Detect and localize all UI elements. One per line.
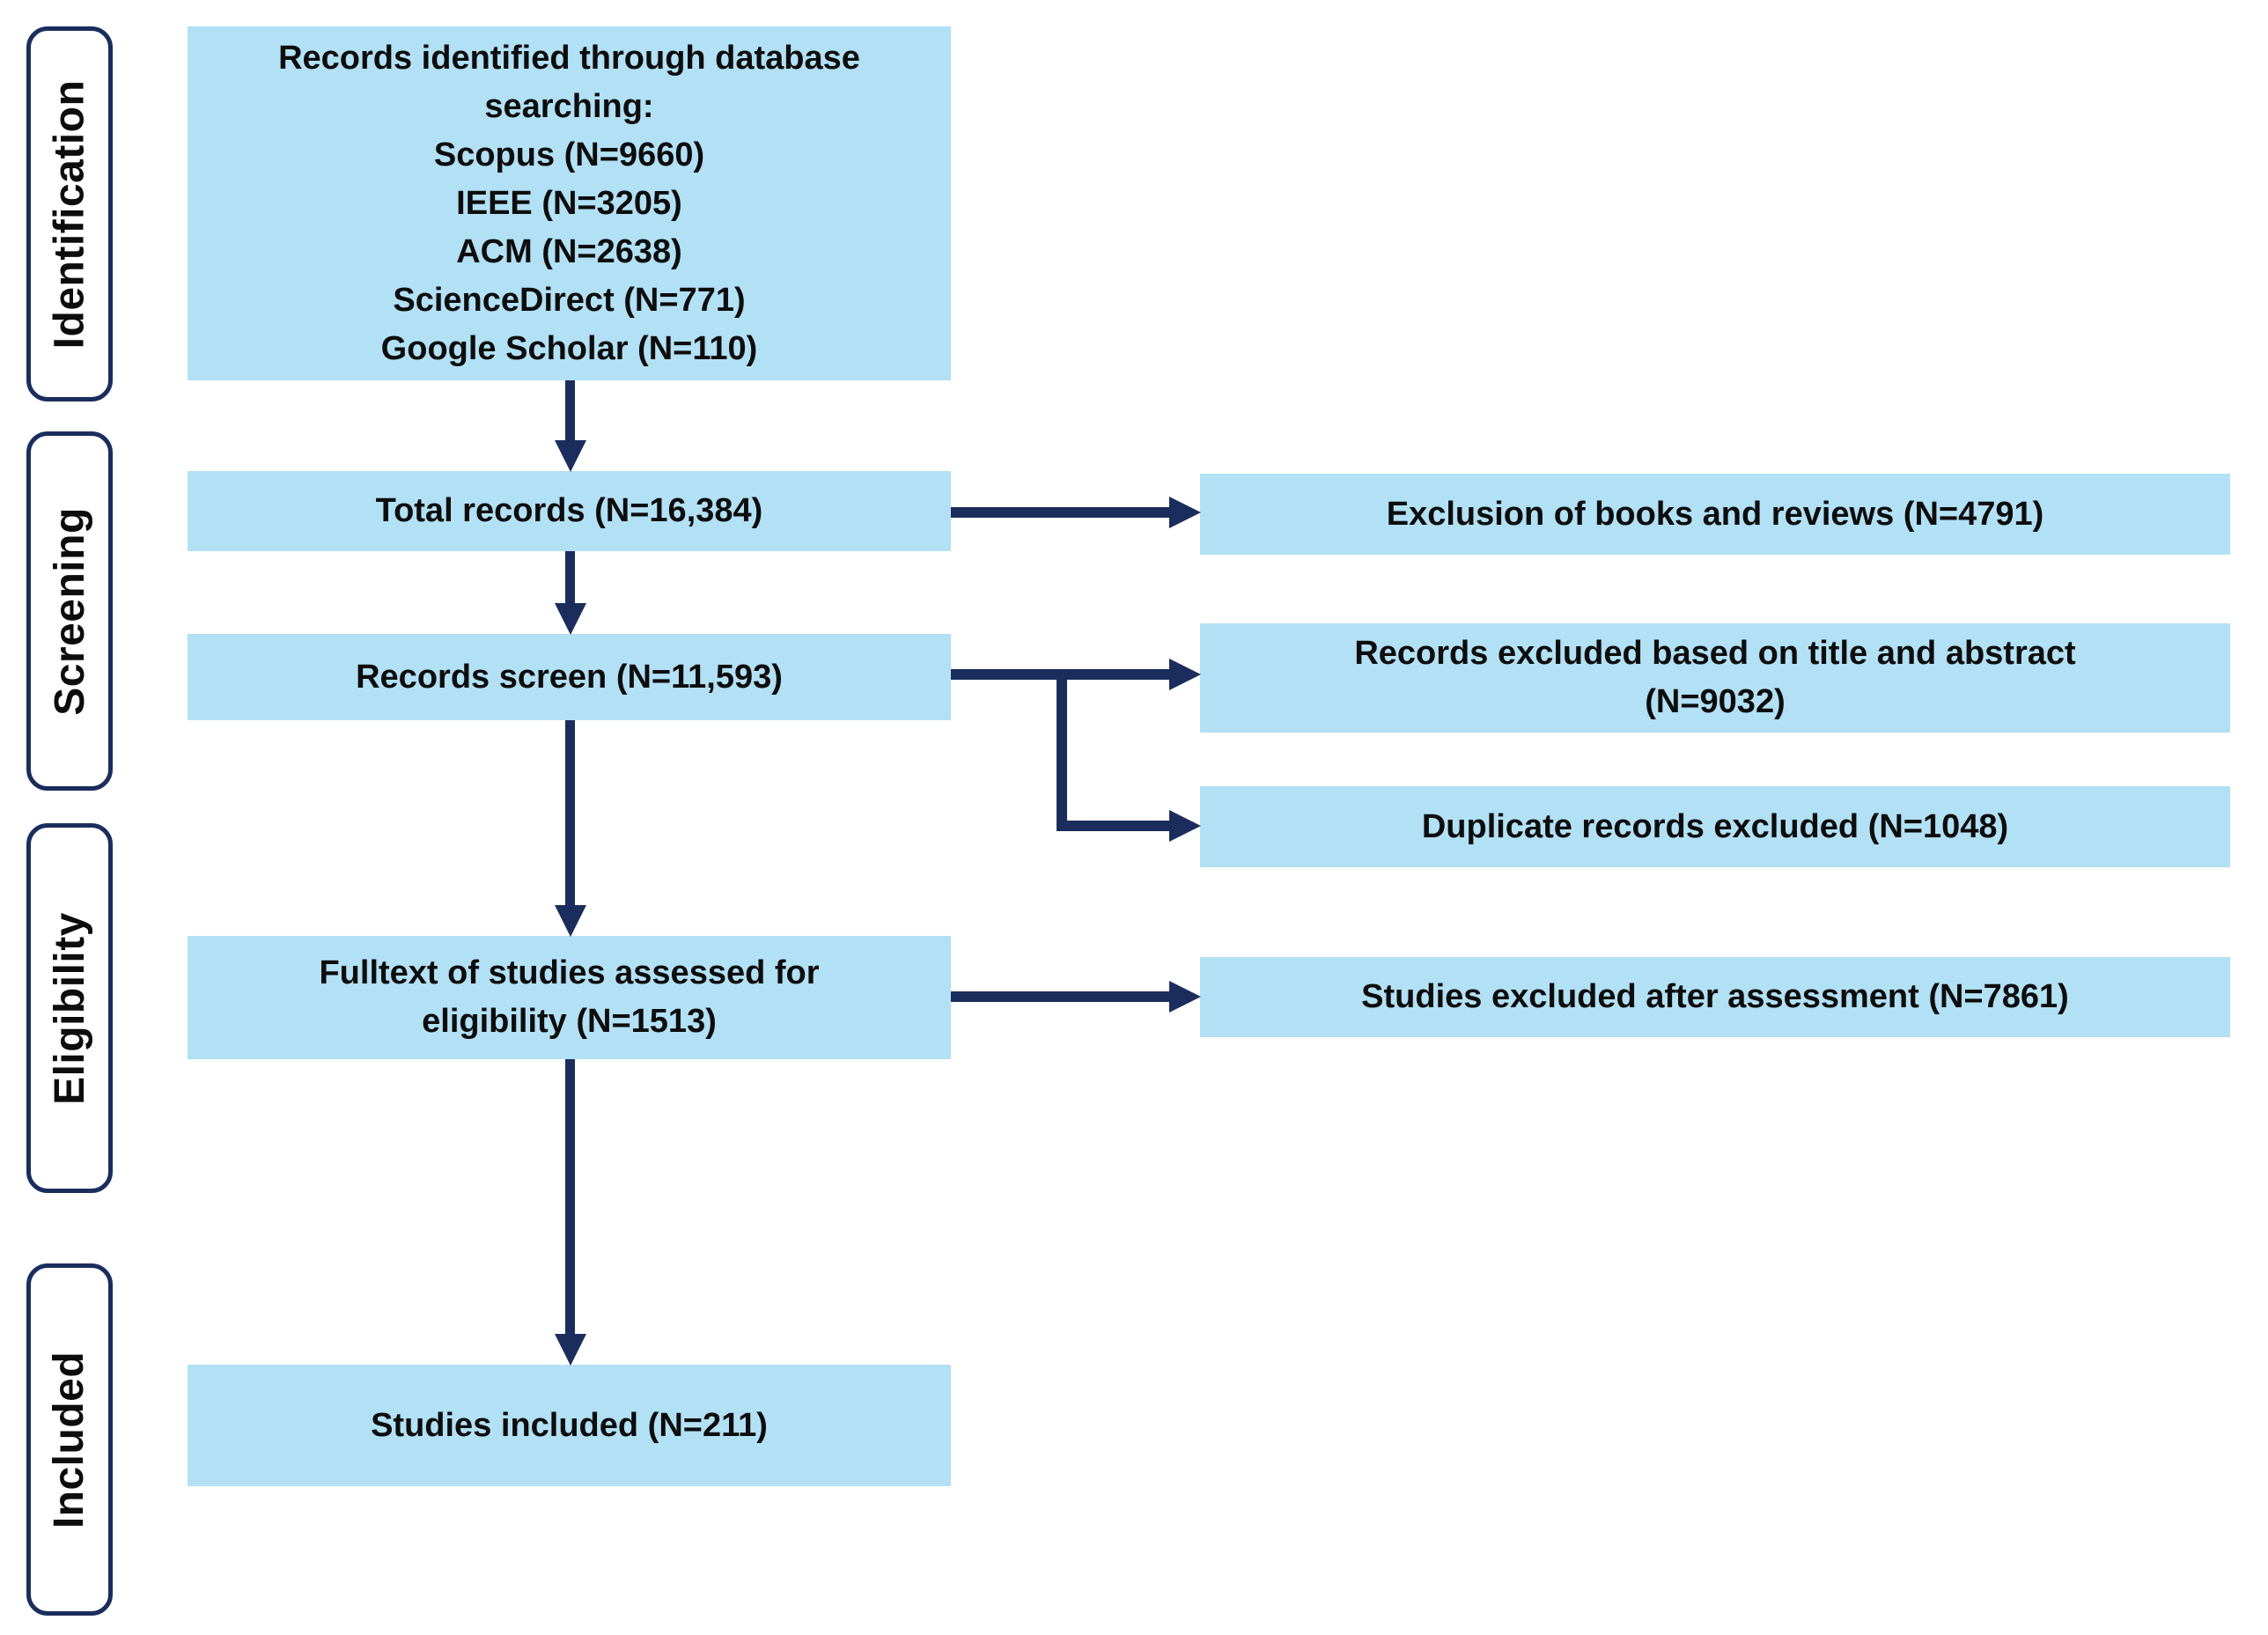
box-studies-included: Studies included (N=211): [188, 1365, 951, 1486]
arrow-screen-to-fulltext-head-icon: [555, 905, 586, 937]
records-identified-ieee: IEEE (N=3205): [456, 184, 682, 222]
box-duplicate-records-excluded: Duplicate records excluded (N=1048): [1200, 786, 2230, 867]
arrow-identified-to-total-shaft: [565, 380, 575, 440]
duplicate-records-excluded-label: Duplicate records excluded (N=1048): [1421, 807, 2009, 845]
arrow-total-to-exclusion-shaft: [951, 507, 1169, 518]
box-records-identified: Records identified through database sear…: [188, 26, 951, 380]
arrow-branch-to-duplicates-head-icon: [1169, 810, 1201, 842]
records-identified-line-1: Records identified through database: [278, 39, 860, 77]
records-screen-label: Records screen (N=11,593): [356, 658, 783, 696]
box-excluded-title-abstract: Records excluded based on title and abst…: [1200, 623, 2230, 733]
box-fulltext-assessed: Fulltext of studies assessed for eligibi…: [188, 936, 951, 1059]
stage-eligibility-label: Eligibility: [46, 911, 93, 1105]
box-excluded-after-assessment: Studies excluded after assessment (N=786…: [1200, 957, 2230, 1037]
arrow-identified-to-total-head-icon: [555, 440, 586, 472]
exclusion-books-reviews-label: Exclusion of books and reviews (N=4791): [1386, 495, 2044, 533]
arrow-branch-to-duplicates-shaft: [1057, 821, 1169, 831]
box-total-records: Total records (N=16,384): [188, 471, 951, 551]
arrow-screen-to-fulltext-shaft: [565, 720, 575, 905]
records-identified-google-scholar: Google Scholar (N=110): [380, 329, 758, 367]
records-identified-scopus: Scopus (N=9660): [433, 136, 705, 173]
stage-screening-label: Screening: [46, 506, 93, 716]
excluded-title-abstract-line-2: (N=9032): [1645, 683, 1786, 720]
excluded-title-abstract-line-1: Records excluded based on title and abst…: [1354, 635, 2076, 672]
stage-eligibility: Eligibility: [26, 823, 113, 1193]
arrow-total-to-screen-head-icon: [555, 603, 586, 635]
stage-screening: Screening: [26, 431, 113, 791]
arrow-fulltext-to-after-assessment-head-icon: [1169, 981, 1201, 1013]
studies-included-label: Studies included (N=211): [371, 1406, 768, 1444]
records-identified-acm: ACM (N=2638): [456, 232, 682, 270]
arrow-total-to-screen-shaft: [565, 551, 575, 603]
total-records-label: Total records (N=16,384): [375, 492, 763, 529]
arrow-fulltext-to-after-assessment-shaft: [951, 991, 1169, 1002]
arrow-total-to-exclusion-head-icon: [1169, 497, 1201, 528]
arrow-fulltext-to-included-head-icon: [555, 1334, 586, 1366]
fulltext-assessed-line-1: Fulltext of studies assessed for: [319, 954, 820, 991]
arrow-screen-to-title-abstract-head-icon: [1169, 659, 1201, 690]
stage-included-label: Included: [46, 1351, 93, 1528]
box-exclusion-books-reviews: Exclusion of books and reviews (N=4791): [1200, 474, 2230, 555]
arrow-branch-vertical-shaft: [1057, 669, 1067, 831]
records-identified-sciencedirect: ScienceDirect (N=771): [393, 281, 746, 319]
arrow-fulltext-to-included-shaft: [565, 1059, 575, 1334]
stage-included: Included: [26, 1263, 113, 1616]
stage-identification-label: Identification: [46, 79, 93, 349]
box-records-screen: Records screen (N=11,593): [188, 634, 951, 720]
excluded-after-assessment-label: Studies excluded after assessment (N=786…: [1361, 978, 2069, 1015]
stage-identification: Identification: [26, 26, 113, 401]
fulltext-assessed-line-2: eligibility (N=1513): [422, 1003, 717, 1040]
records-identified-line-2: searching:: [484, 87, 654, 125]
